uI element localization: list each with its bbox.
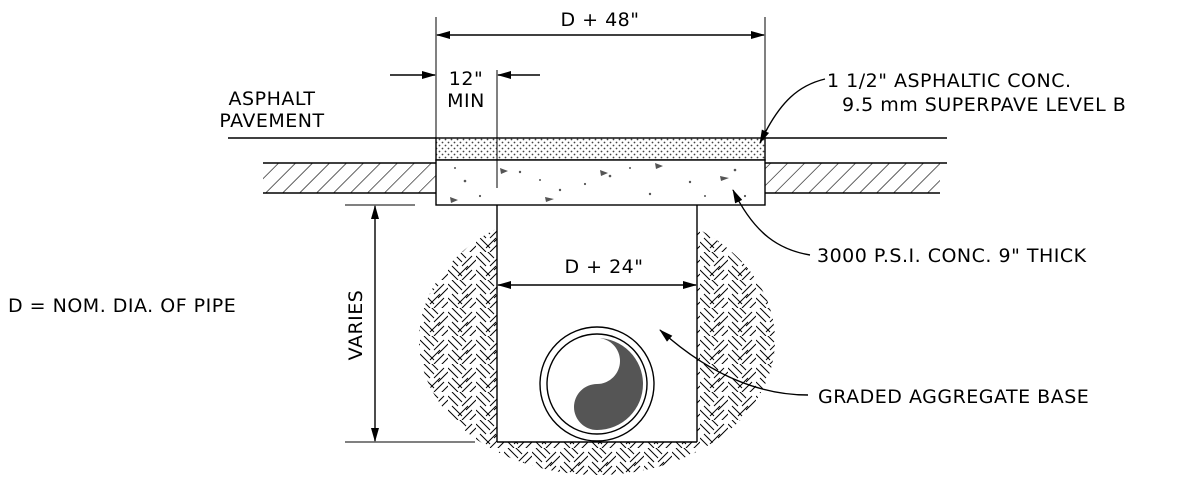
trench-width-dimension: D + 24" [497,256,697,289]
concrete-cap [435,159,766,206]
pipe-diameter-note: D = NOM. DIA. OF PIPE [8,295,236,317]
top-width-dimension: D + 48" [435,9,766,138]
asphaltic-concrete-layer [435,137,766,161]
pipe-section [539,326,655,442]
min-offset-label-2: MIN [447,90,485,112]
aggregate-label: GRADED AGGREGATE BASE [818,386,1089,408]
existing-base-hatch [263,162,947,194]
trench-walls [496,205,698,443]
trench-width-label: D + 24" [564,256,643,278]
asphaltic-conc-label-1: 1 1/2" ASPHALTIC CONC. [827,70,1072,92]
depth-dimension: VARIES [345,204,475,443]
concrete-callout: 3000 P.S.I. CONC. 9" THICK [732,189,1087,267]
asphaltic-concrete-callout: 1 1/2" ASPHALTIC CONC. 9.5 mm SUPERPAVE … [759,70,1126,144]
min-offset-label-1: 12" [449,68,483,90]
min-offset-dimension: 12" MIN [390,68,540,188]
aggregate-callout: GRADED AGGREGATE BASE [659,329,1089,408]
asphalt-label-1: ASPHALT [229,88,316,110]
top-width-label: D + 48" [560,9,639,31]
asphalt-label-2: PAVEMENT [219,110,324,132]
asphaltic-conc-label-2: 9.5 mm SUPERPAVE LEVEL B [842,94,1126,116]
depth-label: VARIES [345,290,367,361]
concrete-label: 3000 P.S.I. CONC. 9" THICK [817,245,1087,267]
